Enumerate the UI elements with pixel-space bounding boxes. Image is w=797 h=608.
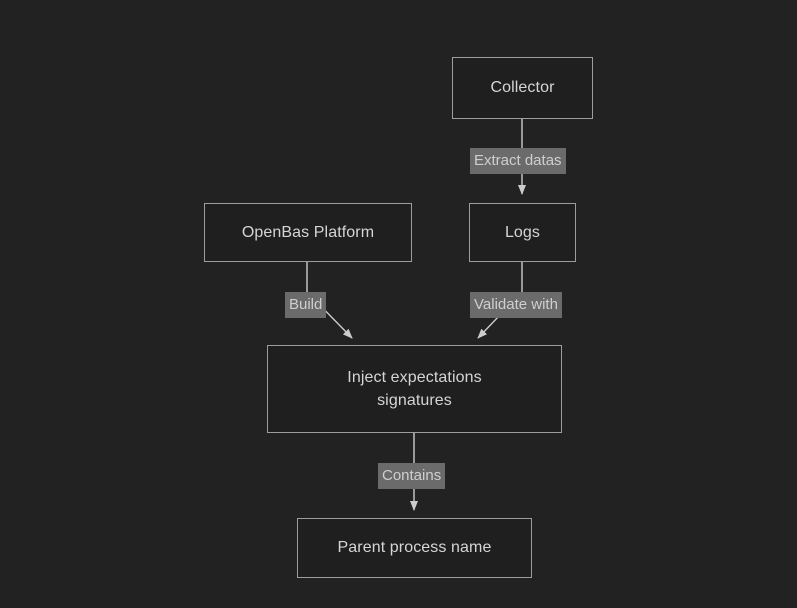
node-openbas-platform[interactable]: OpenBas Platform [204,203,412,262]
node-inject-expectations-signatures[interactable]: Inject expectations signatures [267,345,562,433]
node-logs[interactable]: Logs [469,203,576,262]
node-collector[interactable]: Collector [452,57,593,119]
node-collector-label: Collector [490,79,555,97]
edge-label-extract-datas: Extract datas [470,148,566,174]
node-inject-expectations-signatures-label: Inject expectations signatures [347,368,482,409]
edge-label-validate-with: Validate with [470,292,562,318]
node-logs-label: Logs [504,223,541,241]
edge-label-contains: Contains [378,463,446,489]
node-parent-process-name-label: Parent process name [337,539,492,557]
node-parent-process-name[interactable]: Parent process name [297,518,532,578]
edge-label-build: Build [285,292,327,318]
node-openbas-platform-label: OpenBas Platform [241,223,375,241]
